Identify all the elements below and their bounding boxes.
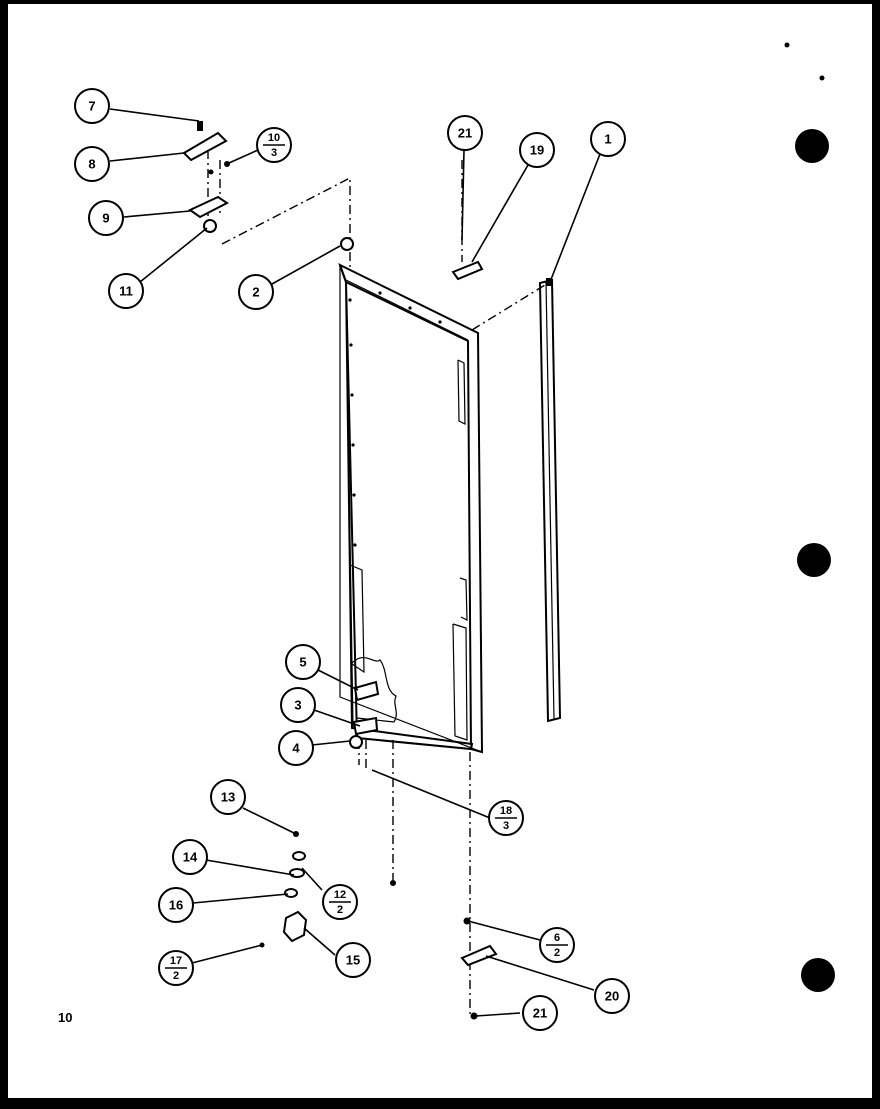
gasket-strip	[538, 278, 562, 723]
callout-19: 19	[519, 132, 555, 168]
svg-text:2: 2	[337, 904, 343, 916]
svg-text:2: 2	[554, 947, 560, 959]
callout-4: 4	[278, 730, 314, 766]
sheet-background	[8, 4, 872, 1098]
binder-hole-top	[795, 129, 829, 163]
svg-text:19: 19	[530, 143, 544, 158]
callout-15: 15	[335, 942, 371, 978]
svg-text:2: 2	[173, 970, 179, 982]
callout-21-top: 21	[447, 115, 483, 151]
svg-text:12: 12	[334, 889, 346, 901]
svg-text:17: 17	[170, 955, 182, 967]
callout-3: 3	[280, 687, 316, 723]
svg-text:9: 9	[102, 211, 109, 226]
svg-text:3: 3	[294, 698, 301, 713]
binder-hole-bottom	[801, 958, 835, 992]
callout-9: 9	[88, 200, 124, 236]
svg-text:13: 13	[221, 790, 235, 805]
bracket	[352, 716, 379, 736]
callout-17-2: 17 2	[158, 950, 194, 986]
svg-text:7: 7	[88, 99, 95, 114]
svg-text:15: 15	[346, 953, 360, 968]
callout-5: 5	[285, 644, 321, 680]
callout-6-2: 6 2	[539, 927, 575, 963]
callout-18-3: 18 3	[488, 800, 524, 836]
callout-2: 2	[238, 274, 274, 310]
svg-text:10: 10	[268, 132, 280, 144]
washer	[349, 735, 363, 749]
callout-14: 14	[172, 839, 208, 875]
door-frame	[338, 263, 484, 754]
callout-13: 13	[210, 779, 246, 815]
callout-20: 20	[594, 978, 630, 1014]
svg-text:21: 21	[458, 126, 472, 141]
door-stop	[353, 680, 380, 702]
screw-bottom	[390, 880, 396, 886]
callout-21-bottom: 21	[522, 995, 558, 1031]
callout-8: 8	[74, 146, 110, 182]
callout-10-3: 10 3	[256, 127, 292, 163]
svg-text:18: 18	[500, 805, 512, 817]
screw-bottom-21	[470, 1012, 478, 1020]
washer-bottom	[463, 917, 471, 925]
svg-text:14: 14	[183, 850, 198, 865]
top-hinge-assembly	[182, 121, 230, 233]
callout-11: 11	[108, 273, 144, 309]
svg-text:20: 20	[605, 989, 619, 1004]
leader-lines	[109, 108, 601, 1017]
callout-12-2: 12 2	[322, 884, 358, 920]
bottom-hinge-assembly	[259, 831, 308, 948]
callout-7: 7	[74, 88, 110, 124]
hinge-plate-top	[451, 260, 484, 281]
svg-text:5: 5	[299, 655, 306, 670]
hinge-pin-top	[340, 237, 354, 251]
svg-text:2: 2	[252, 285, 259, 300]
svg-text:1: 1	[604, 132, 611, 147]
callout-16: 16	[158, 887, 194, 923]
svg-text:16: 16	[169, 898, 183, 913]
callout-1: 1	[590, 121, 626, 157]
speck	[819, 75, 825, 81]
svg-text:6: 6	[554, 932, 560, 944]
svg-text:4: 4	[292, 741, 300, 756]
svg-text:8: 8	[88, 157, 95, 172]
svg-text:3: 3	[271, 147, 277, 159]
page-number: 10	[58, 1010, 73, 1025]
binder-hole-middle	[797, 543, 831, 577]
hinge-plate-bottom	[460, 944, 498, 967]
svg-text:3: 3	[503, 820, 509, 832]
svg-text:21: 21	[533, 1006, 547, 1021]
speck	[784, 42, 790, 48]
svg-text:11: 11	[119, 284, 133, 299]
